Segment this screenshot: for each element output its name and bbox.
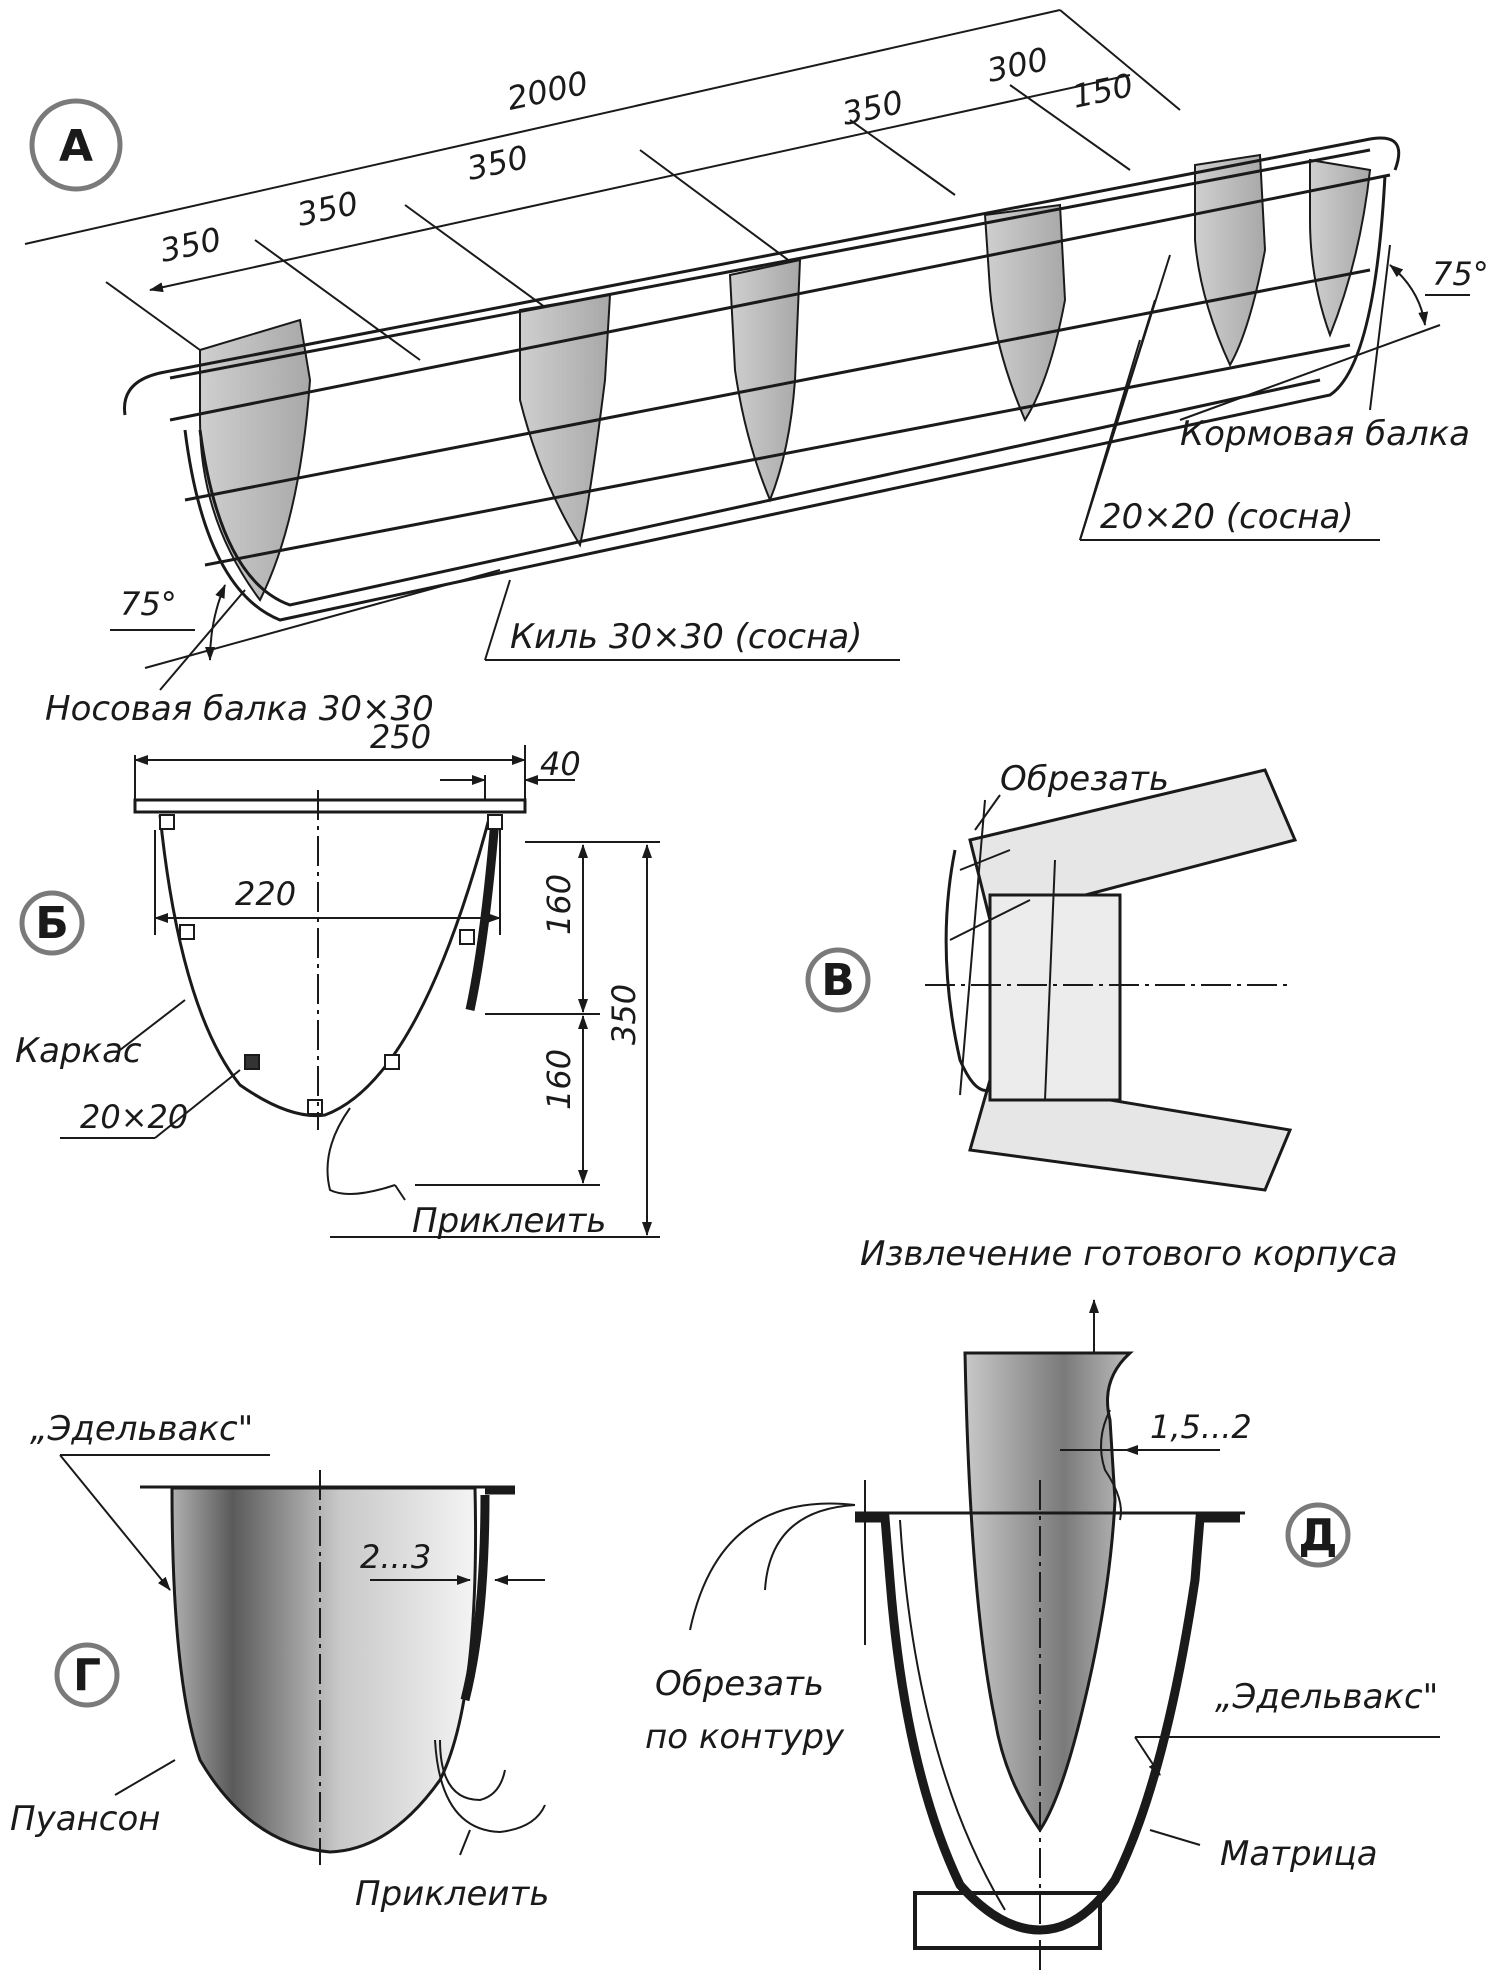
badge-a: А — [29, 98, 123, 192]
label-matrix: Матрица — [1220, 1834, 1378, 1874]
badge-b: Б — [19, 890, 85, 956]
label-bow-beam: Носовая балка 30×30 — [45, 689, 434, 729]
label-extract: Извлечение готового корпуса — [860, 1234, 1398, 1274]
label-wax-d: „Эдельвакс" — [1215, 1677, 1438, 1717]
angle-stern: 75° — [1432, 255, 1489, 293]
badge-d-letter: Д — [1298, 1510, 1337, 1561]
dim-gap: 2...3 — [360, 1538, 431, 1576]
label-glue-g: Приклеить — [355, 1874, 549, 1914]
badge-v-letter: В — [821, 955, 855, 1006]
view-b-frame-section: Б 250 40 220 160 — [15, 718, 660, 1241]
label-stringer-size: 20×20 — [80, 1098, 188, 1136]
dim-line-overall — [24, 9, 1061, 245]
badge-g: Г — [54, 1642, 120, 1708]
dim-line-segments — [149, 74, 1131, 293]
badge-d: Д — [1285, 1502, 1351, 1568]
dim-overall: 2000 — [504, 64, 592, 118]
stringer-leaders — [1079, 254, 1380, 541]
view-v-joint-detail: В Обрезать — [805, 759, 1298, 1192]
dim-s1: 350 — [157, 220, 225, 270]
extension-lines — [105, 84, 1131, 361]
view-a-boat-frame: А 2000 350 350 350 350 300 150 — [24, 9, 1489, 729]
label-keel: Киль 30×30 (сосна) — [510, 617, 862, 657]
view-d-matrix: Извлечение готового корпуса 1,5...2 Д Об… — [645, 1234, 1440, 1975]
dim-h1: 160 — [540, 874, 578, 935]
dim-s6: 150 — [1069, 66, 1137, 116]
label-trim-v: Обрезать — [1000, 759, 1169, 799]
dim-s5: 300 — [984, 40, 1052, 90]
label-wax-g: „Эдельвакс" — [30, 1409, 253, 1449]
dim-width-top: 250 — [370, 718, 431, 756]
bulkheads — [199, 153, 1372, 602]
badge-b-letter: Б — [35, 898, 69, 949]
dim-h2: 160 — [540, 1049, 578, 1110]
label-trim-d-1: Обрезать — [655, 1664, 824, 1704]
label-stringers: 20×20 (сосна) — [1100, 497, 1354, 537]
label-punch: Пуансон — [10, 1799, 160, 1839]
dim-s2: 350 — [294, 184, 362, 234]
angle-bow: 75° — [120, 585, 177, 623]
badge-g-letter: Г — [73, 1650, 101, 1701]
dim-width-mid: 220 — [235, 875, 296, 913]
dim-height: 350 — [605, 984, 643, 1045]
dim-thickness: 1,5...2 — [1150, 1408, 1252, 1446]
label-stern-beam: Кормовая балка — [1180, 414, 1470, 454]
label-trim-d-2: по контуру — [645, 1717, 845, 1757]
dim-flange: 40 — [540, 745, 581, 783]
label-glue-b: Приклеить — [412, 1201, 606, 1241]
hull-stringers — [123, 136, 1401, 622]
stringer-blocks — [159, 814, 503, 1115]
badge-v: В — [805, 947, 871, 1013]
view-g-punch: Г „Эдельвакс" 2...3 Пуансон Приклеить — [10, 1409, 549, 1914]
badge-a-letter: А — [59, 121, 93, 172]
label-frame: Каркас — [15, 1031, 142, 1071]
dim-s3: 350 — [464, 138, 532, 188]
